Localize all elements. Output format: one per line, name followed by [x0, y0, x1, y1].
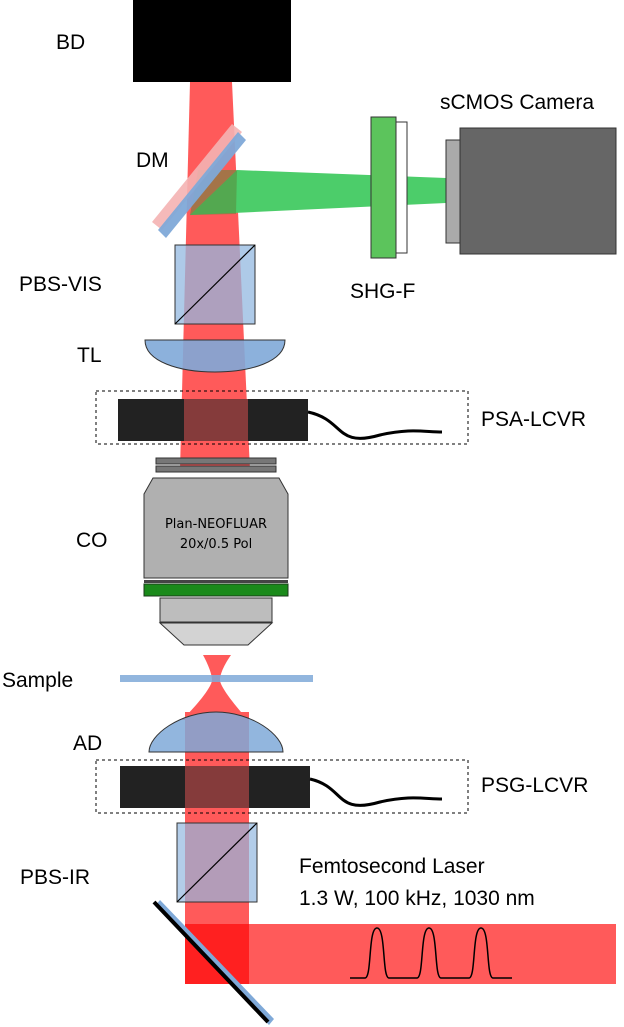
label-camera: sCMOS Camera — [440, 91, 594, 114]
focused-beam — [182, 655, 248, 720]
tube-lens — [144, 339, 286, 373]
shg-filter — [370, 116, 408, 259]
ir-beam-through-psg — [185, 766, 249, 808]
psa-lcvr-box — [95, 390, 469, 445]
ir-beam-through-psa — [184, 399, 248, 441]
label-psa-lcvr: PSA-LCVR — [481, 408, 586, 431]
label-sample: Sample — [2, 669, 73, 692]
psa-lcvr-cable — [307, 410, 443, 440]
psg-lcvr-cable — [309, 777, 443, 807]
psg-lcvr-box — [95, 759, 469, 814]
dichroic-mirror — [152, 124, 246, 238]
folding-mirror — [152, 900, 274, 1025]
beam-dump — [133, 0, 291, 82]
label-co: CO — [76, 529, 108, 552]
objective-co: Plan-NEOFLUAR 20x/0.5 Pol — [143, 457, 289, 646]
pbs-ir-cube — [176, 822, 258, 903]
label-laser-specs: 1.3 W, 100 kHz, 1030 nm — [299, 887, 535, 910]
scmos-camera — [445, 127, 617, 255]
label-psg-lcvr: PSG-LCVR — [481, 774, 588, 797]
label-pbs-vis: PBS-VIS — [19, 273, 102, 296]
beam-corner — [185, 924, 249, 984]
sample-slide — [120, 675, 313, 682]
label-pbs-ir: PBS-IR — [20, 866, 90, 889]
label-shg-f: SHG-F — [350, 280, 415, 303]
aspheric-doublet — [148, 711, 284, 753]
pbs-vis-cube — [174, 244, 256, 325]
label-bd: BD — [56, 31, 85, 54]
objective-line2: 20x/0.5 Pol — [180, 537, 252, 552]
psg-lcvr-body — [120, 766, 310, 808]
objective-line1: Plan-NEOFLUAR — [165, 517, 267, 532]
label-dm: DM — [136, 149, 169, 172]
psa-lcvr-body — [118, 399, 308, 441]
pulse-train — [350, 927, 512, 979]
label-ad: AD — [73, 732, 102, 755]
label-laser-title: Femtosecond Laser — [299, 855, 485, 878]
label-tl: TL — [77, 344, 102, 367]
